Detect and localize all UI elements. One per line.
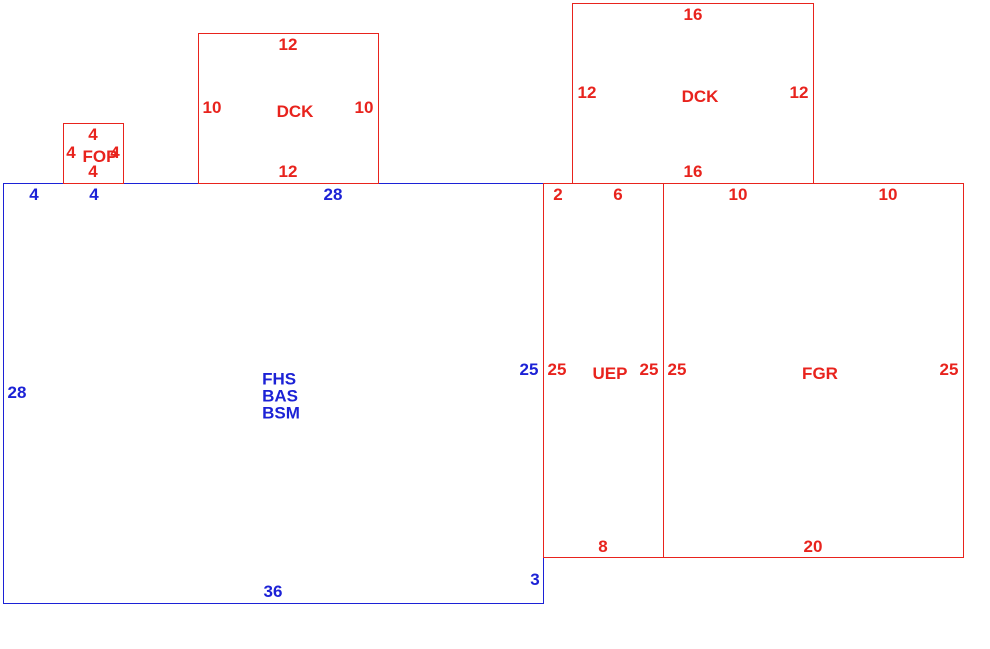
- dck-large-label: DCK: [681, 87, 719, 106]
- dck-small-left-dimension: 10: [202, 98, 222, 117]
- fgr-bottom-dimension: 20: [803, 537, 823, 556]
- dck-small-right-dimension: 10: [354, 98, 374, 117]
- dck-large-right-dimension: 12: [789, 83, 809, 102]
- uep-right-dimension: 25: [639, 360, 659, 379]
- uep-left-dimension: 25: [547, 360, 567, 379]
- main-area-bottom-dimension: 36: [263, 582, 283, 601]
- fgr-label: FGR: [802, 364, 838, 383]
- main-area-code-fhs: FHS: [262, 369, 297, 389]
- dck-large-left-dimension: 12: [577, 83, 597, 102]
- fgr-right-dimension: 25: [939, 360, 959, 379]
- main-area-top-dimension: 28: [323, 185, 343, 204]
- main-area-right-dimension: 25: [519, 360, 539, 379]
- main-area-top-left-dimension-a: 4: [29, 185, 39, 204]
- fop-right-dimension: 4: [110, 143, 120, 162]
- uep-top-dimension-a: 2: [553, 185, 563, 204]
- fgr-area-outline: [663, 183, 964, 558]
- fop-label: FOP: [82, 147, 118, 166]
- main-area-top-left-dimension-b: 4: [89, 185, 99, 204]
- dck-large-top-dimension: 16: [683, 5, 703, 24]
- fop-top-dimension: 4: [88, 125, 98, 144]
- main-area-code-bas: BAS: [262, 386, 299, 406]
- dck-small-label: DCK: [276, 102, 314, 121]
- fop-left-dimension: 4: [66, 143, 76, 162]
- dck-small-area-outline: [198, 33, 379, 184]
- dck-small-top-dimension: 12: [278, 35, 298, 54]
- main-area-code-bsm: BSM: [262, 403, 300, 423]
- dck-large-bottom-dimension: 16: [683, 162, 703, 181]
- fgr-left-dimension: 25: [667, 360, 687, 379]
- fop-bottom-dimension: 4: [88, 162, 98, 181]
- main-area-left-dimension: 28: [7, 383, 27, 402]
- fgr-top-dimension-a: 10: [728, 185, 748, 204]
- uep-label: UEP: [592, 364, 628, 383]
- uep-top-dimension-b: 6: [613, 185, 623, 204]
- fop-area-outline: [63, 123, 124, 184]
- main-area-bottom-right-dimension: 3: [530, 570, 540, 589]
- dck-small-bottom-dimension: 12: [278, 162, 298, 181]
- fgr-top-dimension-b: 10: [878, 185, 898, 204]
- uep-bottom-dimension: 8: [598, 537, 608, 556]
- main-area-codes: FHS BAS BSM: [262, 371, 300, 422]
